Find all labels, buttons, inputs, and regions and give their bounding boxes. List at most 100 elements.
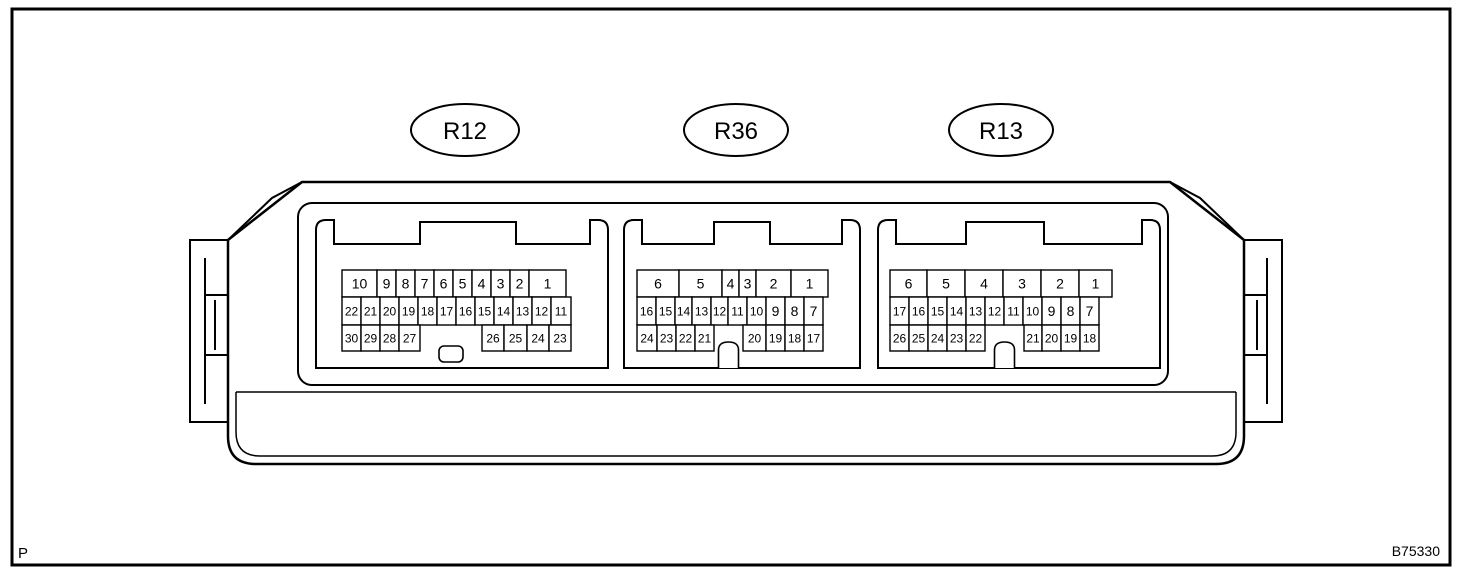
pin-number: 1 — [1092, 276, 1100, 292]
pin-number: 24 — [931, 331, 945, 345]
pin-number: 4 — [478, 276, 486, 292]
pin-number: 15 — [659, 304, 673, 318]
corner-mark: P — [18, 545, 28, 562]
pin-number: 13 — [516, 304, 530, 318]
pin-number: 21 — [1026, 331, 1040, 345]
figure-code: B75330 — [1392, 543, 1440, 559]
pin-number: 10 — [750, 304, 764, 318]
pin-number: 30 — [345, 331, 359, 345]
pin-number: 23 — [660, 331, 674, 345]
pin-number: 10 — [1026, 304, 1040, 318]
pin-number: 26 — [893, 331, 907, 345]
connector-label-oval — [948, 103, 1054, 157]
pin-number: 23 — [553, 331, 567, 345]
pin-number: 19 — [769, 331, 783, 345]
pin-number: 4 — [727, 276, 735, 292]
pin-number: 19 — [402, 304, 416, 318]
pin-number: 7 — [810, 303, 818, 319]
pin-number: 8 — [791, 303, 799, 319]
pin-number: 29 — [364, 331, 378, 345]
pin-number: 21 — [698, 331, 712, 345]
polarizing-notch — [717, 341, 740, 368]
pin-number: 21 — [364, 304, 378, 318]
pin-number: 12 — [713, 304, 727, 318]
pin-number: 15 — [478, 304, 492, 318]
pin-cell — [398, 324, 421, 352]
pin-number: 20 — [1045, 331, 1059, 345]
pin-number: 6 — [905, 276, 913, 292]
pin-number: 13 — [969, 304, 983, 318]
pin-number: 24 — [531, 331, 545, 345]
pin-cell — [790, 269, 829, 298]
pin-cell — [1040, 269, 1080, 298]
pin-number: 2 — [770, 276, 778, 292]
pin-number: 5 — [697, 276, 705, 292]
pin-number: 19 — [1064, 331, 1078, 345]
pin-cell — [548, 324, 572, 352]
connector-label-oval — [683, 103, 789, 157]
pin-number: 3 — [497, 276, 505, 292]
pin-number: 13 — [695, 304, 709, 318]
pin-number: 8 — [1067, 303, 1075, 319]
pin-number: 1 — [544, 276, 552, 292]
pin-number: 18 — [1083, 331, 1097, 345]
pin-number: 18 — [788, 331, 802, 345]
pin-cell — [694, 324, 715, 352]
pin-cell — [964, 269, 1004, 298]
pin-cell — [1079, 324, 1100, 352]
connector-label: R36 — [714, 118, 758, 145]
pin-number: 2 — [516, 276, 524, 292]
pin-number: 17 — [893, 304, 907, 318]
connector-label: R13 — [979, 118, 1023, 145]
pin-number: 17 — [440, 304, 454, 318]
connector-label: R12 — [443, 118, 487, 145]
pin-number: 24 — [640, 331, 654, 345]
pin-number: 15 — [931, 304, 945, 318]
pin-cell — [755, 269, 792, 298]
pin-number: 18 — [421, 304, 435, 318]
pin-number: 1 — [806, 276, 814, 292]
housing-inner-ledge — [235, 392, 1237, 457]
pin-number: 5 — [459, 276, 467, 292]
pin-number: 14 — [950, 304, 964, 318]
pin-number: 10 — [352, 276, 368, 292]
pin-number: 14 — [677, 304, 691, 318]
pin-number: 23 — [950, 331, 964, 345]
pin-number: 20 — [748, 331, 762, 345]
connector-label-oval — [410, 103, 520, 157]
pin-number: 6 — [440, 276, 448, 292]
polarizing-post — [438, 345, 464, 363]
pin-number: 7 — [421, 276, 429, 292]
pin-number: 14 — [497, 304, 511, 318]
pin-number: 2 — [1056, 276, 1064, 292]
polarizing-notch — [993, 341, 1016, 368]
pin-number: 6 — [654, 276, 662, 292]
pin-number: 4 — [980, 276, 988, 292]
pin-number: 11 — [1007, 304, 1020, 318]
pin-number: 9 — [1048, 303, 1056, 319]
pin-number: 7 — [1086, 303, 1094, 319]
pin-number: 17 — [807, 331, 821, 345]
pin-number: 9 — [383, 276, 391, 292]
pin-number: 22 — [679, 331, 693, 345]
pin-number: 25 — [912, 331, 926, 345]
pin-number: 3 — [744, 276, 752, 292]
pin-number: 12 — [535, 304, 549, 318]
pin-cell — [803, 324, 824, 352]
pin-number: 16 — [459, 304, 473, 318]
pin-number: 9 — [772, 303, 780, 319]
pin-number: 28 — [383, 331, 397, 345]
pin-number: 16 — [640, 304, 654, 318]
pin-number: 27 — [403, 331, 417, 345]
pin-cell — [528, 269, 567, 298]
pin-number: 25 — [509, 331, 523, 345]
pin-number: 26 — [486, 331, 500, 345]
pin-number: 20 — [383, 304, 397, 318]
pin-number: 3 — [1018, 276, 1026, 292]
pin-number: 12 — [988, 304, 1002, 318]
pin-number: 11 — [555, 304, 568, 318]
